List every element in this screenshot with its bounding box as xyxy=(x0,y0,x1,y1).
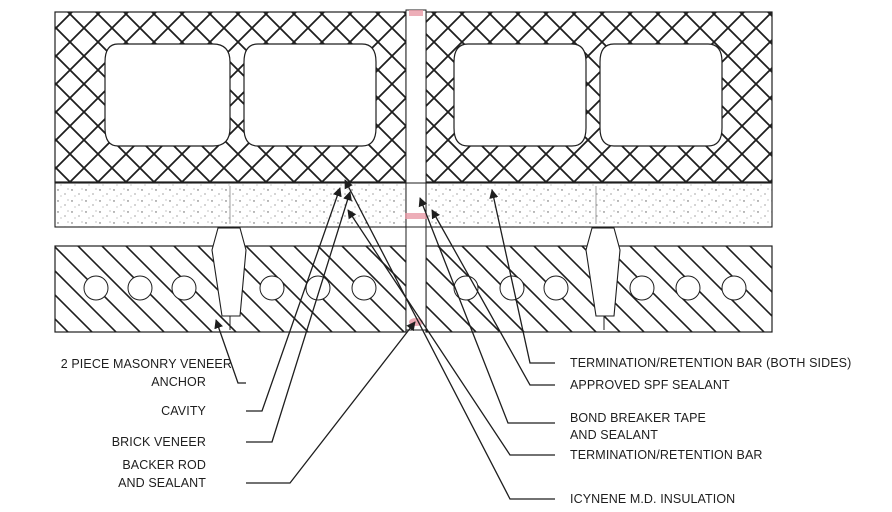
leader-lines xyxy=(214,179,555,500)
label-termination-bar-both-sides: TERMINATION/RETENTION BAR (BOTH SIDES) xyxy=(570,356,852,370)
label-brick-veneer: BRICK VENEER xyxy=(111,435,206,449)
label-icynene-insulation: ICYNENE M.D. INSULATION xyxy=(570,492,736,506)
label-cavity: CAVITY xyxy=(161,404,206,418)
cmu-block-left xyxy=(54,11,407,183)
cmu-block-right xyxy=(425,11,773,183)
brick-veneer xyxy=(54,245,773,333)
control-joint xyxy=(405,9,427,331)
label-backer-rod-line2: AND SEALANT xyxy=(118,476,206,490)
label-approved-spf-sealant: APPROVED SPF SEALANT xyxy=(570,378,730,392)
label-backer-rod-line1: BACKER ROD xyxy=(122,458,206,472)
cmu-cell xyxy=(599,43,723,147)
label-bond-breaker-line2: AND SEALANT xyxy=(570,428,658,442)
label-bond-breaker-line1: BOND BREAKER TAPE xyxy=(570,411,706,425)
masonry-veneer-anchor xyxy=(211,227,621,317)
cmu-cell xyxy=(243,43,377,147)
cmu-cell xyxy=(104,43,231,147)
label-termination-bar: TERMINATION/RETENTION BAR xyxy=(570,448,763,462)
cmu-cell xyxy=(453,43,587,147)
label-masonry-anchor-line2: ANCHOR xyxy=(151,375,206,389)
label-masonry-anchor-line1: 2 PIECE MASONRY VENEER xyxy=(60,357,232,371)
